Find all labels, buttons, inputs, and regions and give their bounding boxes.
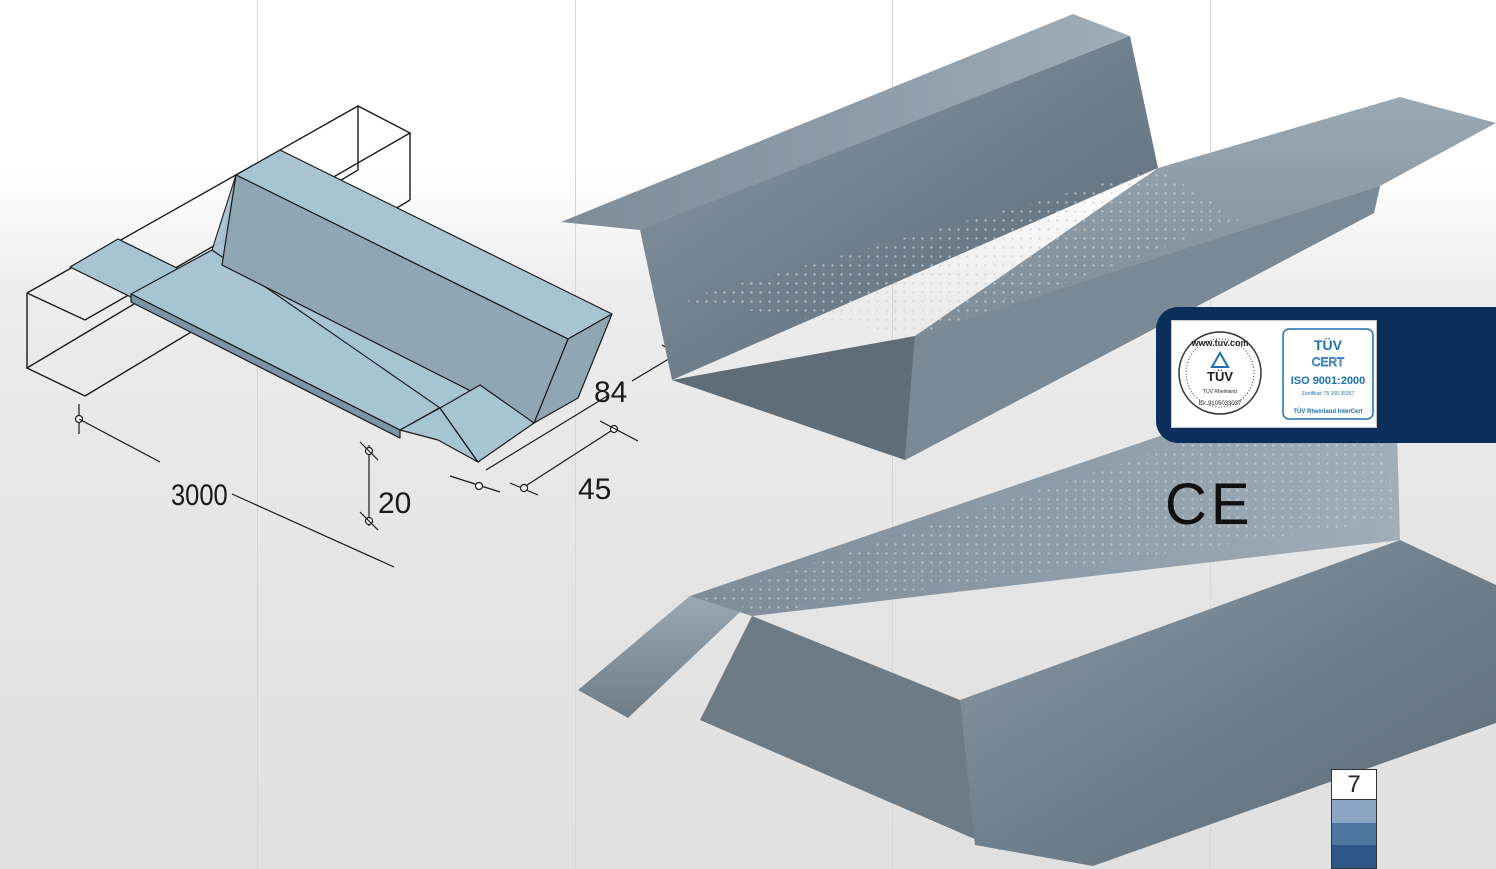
certification-card: www.tuv.com TÜV TÜV Rheinland ID: 910503…: [1171, 320, 1377, 428]
dim-length-label: 3000: [171, 478, 228, 511]
column-divider: [575, 0, 576, 869]
intercert-text: TÜV Rheinland InterCert: [1293, 408, 1362, 415]
tuv-seal-mid-text: TÜV: [1207, 369, 1233, 384]
ce-mark: CE: [1165, 476, 1254, 530]
color-swatch-1: [1332, 800, 1376, 823]
cert-word-text: CERT: [1312, 355, 1345, 369]
tuv-seal-top-text: www.tuv.com: [1190, 338, 1248, 348]
dim-depth-label: 84: [594, 376, 627, 409]
dimension-lines: [74, 344, 693, 568]
tuv-seals: www.tuv.com TÜV TÜV Rheinland ID: 910503…: [1178, 328, 1374, 420]
tuv-seal-sub-text: TÜV Rheinland: [1203, 388, 1237, 395]
column-divider: [257, 0, 258, 869]
profile-drawing: [69, 149, 613, 463]
triangle-icon: [1210, 350, 1230, 368]
iso-text: ISO 9001:2000: [1291, 375, 1366, 387]
page-number-tab: 7: [1331, 769, 1377, 869]
color-swatch-2: [1332, 822, 1376, 846]
cert-logo-text: TÜV: [1314, 337, 1343, 353]
dim-height-label: 20: [378, 487, 411, 520]
color-swatch-3: [1332, 845, 1376, 869]
dim-width-label: 45: [578, 473, 611, 506]
page-number: 7: [1332, 770, 1376, 800]
ce-mark-text: CE: [1165, 476, 1254, 530]
tuv-seal-id-text: ID: 9105033037: [1199, 401, 1242, 407]
cert-number-text: Zertifikat: 75 100 35357: [1302, 391, 1355, 397]
profile-photo-upper: [561, 14, 1496, 460]
